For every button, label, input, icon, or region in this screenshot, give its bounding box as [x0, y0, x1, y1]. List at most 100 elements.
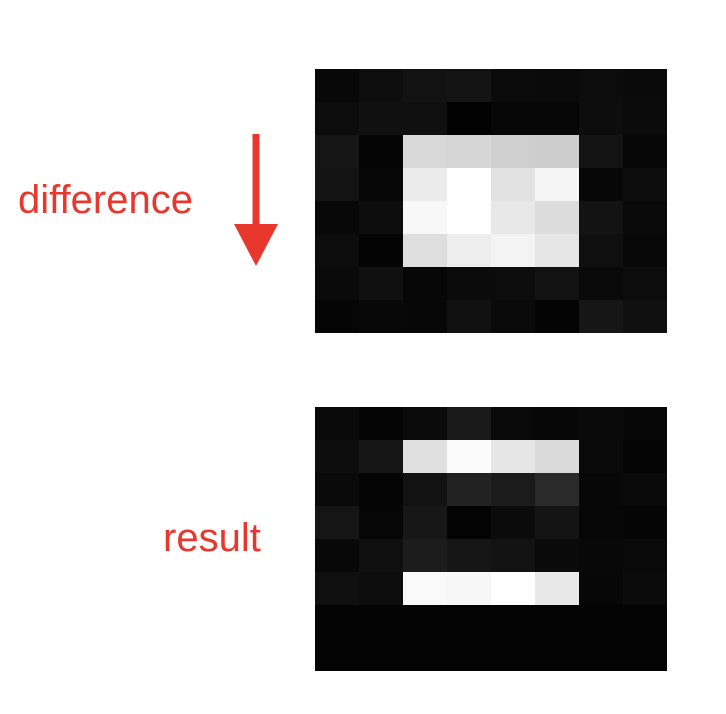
pixel-cell [535, 300, 579, 333]
pixel-cell [623, 572, 667, 605]
pixel-cell [403, 102, 447, 135]
pixel-cell [447, 201, 491, 234]
pixel-cell [623, 539, 667, 572]
pixel-cell [359, 234, 403, 267]
pixel-cell [579, 638, 623, 671]
pixel-cell [403, 300, 447, 333]
pixel-cell [579, 440, 623, 473]
pixel-cell [579, 473, 623, 506]
pixel-cell [535, 234, 579, 267]
pixel-cell [315, 407, 359, 440]
pixel-cell [491, 572, 535, 605]
pixel-cell [623, 168, 667, 201]
pixel-cell [359, 300, 403, 333]
pixel-cell [535, 135, 579, 168]
pixel-cell [315, 201, 359, 234]
pixel-cell [491, 300, 535, 333]
pixel-cell [403, 506, 447, 539]
difference-pixel-grid [315, 69, 667, 333]
pixel-cell [579, 300, 623, 333]
pixel-cell [315, 506, 359, 539]
pixel-cell [447, 407, 491, 440]
pixel-cell [623, 69, 667, 102]
pixel-cell [359, 407, 403, 440]
pixel-cell [359, 539, 403, 572]
pixel-cell [579, 69, 623, 102]
pixel-cell [579, 572, 623, 605]
pixel-cell [491, 69, 535, 102]
pixel-cell [535, 440, 579, 473]
pixel-cell [491, 539, 535, 572]
pixel-cell [447, 605, 491, 638]
pixel-cell [359, 506, 403, 539]
pixel-cell [623, 440, 667, 473]
pixel-cell [579, 267, 623, 300]
pixel-cell [447, 539, 491, 572]
pixel-cell [359, 102, 403, 135]
pixel-cell [447, 69, 491, 102]
pixel-cell [491, 201, 535, 234]
pixel-cell [535, 267, 579, 300]
pixel-cell [403, 135, 447, 168]
pixel-cell [447, 234, 491, 267]
pixel-cell [447, 473, 491, 506]
pixel-cell [315, 267, 359, 300]
pixel-cell [447, 440, 491, 473]
pixel-cell [623, 135, 667, 168]
pixel-cell [623, 234, 667, 267]
pixel-cell [447, 168, 491, 201]
result-label: result [163, 516, 261, 560]
pixel-cell [623, 473, 667, 506]
pixel-cell [579, 407, 623, 440]
pixel-cell [447, 267, 491, 300]
pixel-cell [315, 102, 359, 135]
pixel-cell [403, 168, 447, 201]
pixel-cell [623, 102, 667, 135]
pixel-cell [535, 102, 579, 135]
pixel-cell [315, 572, 359, 605]
pixel-cell [403, 69, 447, 102]
pixel-cell [403, 267, 447, 300]
pixel-cell [491, 234, 535, 267]
pixel-cell [535, 539, 579, 572]
pixel-cell [535, 168, 579, 201]
pixel-cell [315, 440, 359, 473]
pixel-cell [359, 605, 403, 638]
pixel-cell [623, 407, 667, 440]
pixel-cell [579, 539, 623, 572]
pixel-cell [359, 440, 403, 473]
pixel-cell [315, 638, 359, 671]
pixel-cell [579, 506, 623, 539]
pixel-cell [447, 102, 491, 135]
pixel-cell [315, 168, 359, 201]
pixel-cell [623, 605, 667, 638]
pixel-cell [579, 168, 623, 201]
pixel-cell [623, 300, 667, 333]
pixel-cell [623, 201, 667, 234]
pixel-cell [491, 168, 535, 201]
pixel-cell [491, 605, 535, 638]
pixel-cell [359, 267, 403, 300]
pixel-cell [359, 572, 403, 605]
pixel-cell [315, 300, 359, 333]
pixel-cell [315, 605, 359, 638]
pixel-cell [535, 473, 579, 506]
pixel-cell [491, 506, 535, 539]
pixel-cell [403, 234, 447, 267]
pixel-cell [491, 473, 535, 506]
pixel-cell [359, 201, 403, 234]
pixel-cell [579, 234, 623, 267]
pixel-cell [403, 539, 447, 572]
pixel-cell [315, 69, 359, 102]
pixel-cell [403, 440, 447, 473]
pixel-cell [447, 572, 491, 605]
pixel-cell [447, 300, 491, 333]
pixel-cell [491, 135, 535, 168]
difference-label: difference [18, 178, 193, 222]
pixel-cell [535, 69, 579, 102]
pixel-cell [447, 638, 491, 671]
pixel-cell [315, 234, 359, 267]
pixel-cell [535, 572, 579, 605]
pixel-cell [315, 473, 359, 506]
pixel-cell [623, 638, 667, 671]
